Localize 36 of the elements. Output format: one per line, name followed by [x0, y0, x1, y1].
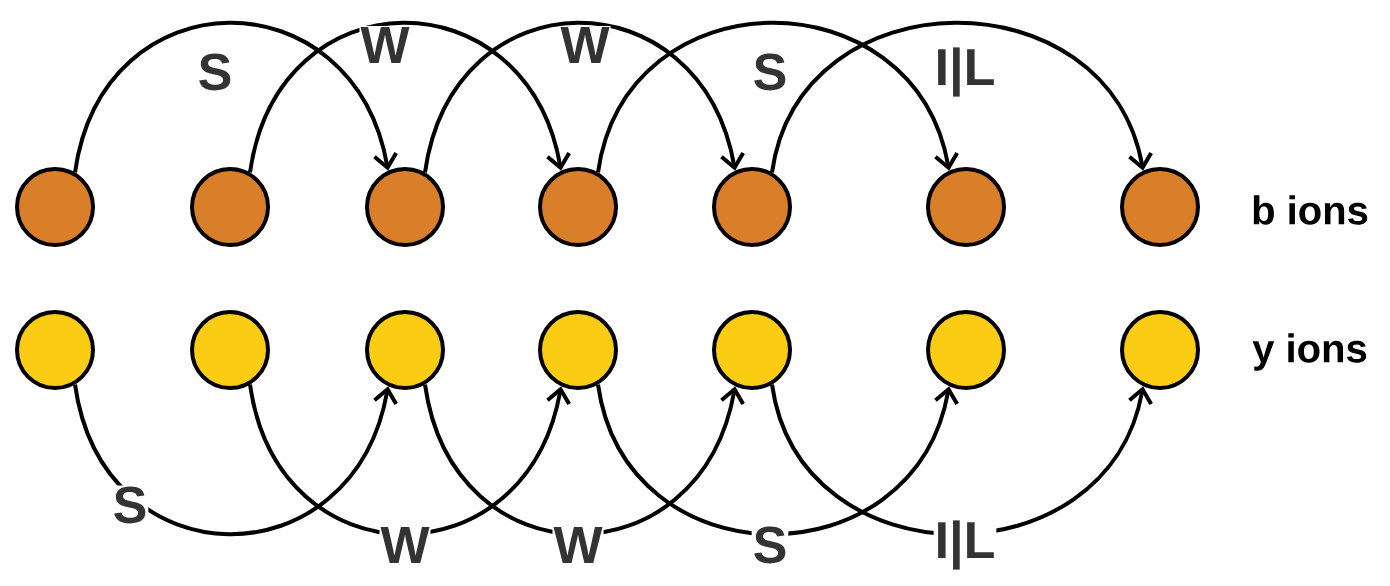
- row-label: y ions: [1252, 333, 1367, 371]
- edge-label: S: [196, 52, 234, 92]
- ion-circle: [15, 310, 95, 390]
- edge-label: S: [751, 52, 789, 92]
- edge-label: S: [751, 525, 789, 565]
- arc-arrow: [423, 20, 745, 173]
- arc-arrow: [248, 384, 571, 537]
- arc-arrow: [596, 20, 959, 173]
- edge-label: W: [379, 526, 431, 564]
- edge-label: W: [552, 526, 604, 564]
- edge-label: S: [111, 485, 149, 525]
- arc-arrow: [770, 384, 1153, 536]
- ion-circle: [926, 310, 1006, 390]
- ion-circle: [15, 167, 95, 247]
- ion-circle: [190, 310, 270, 390]
- ion-circle: [712, 310, 792, 390]
- ion-circle: [190, 167, 270, 247]
- edge-label: W: [559, 26, 611, 64]
- ion-circle: [538, 167, 618, 247]
- edge-label: W: [359, 26, 411, 64]
- edge-label: I|L: [933, 46, 997, 98]
- ion-circle: [365, 310, 445, 390]
- arc-arrow: [596, 384, 959, 537]
- edge-label: I|L: [933, 519, 997, 571]
- ion-circle: [365, 167, 445, 247]
- ion-circle: [926, 167, 1006, 247]
- arc-arrow: [770, 20, 1153, 173]
- arc-arrow: [423, 384, 745, 537]
- ion-circle: [712, 167, 792, 247]
- ion-circle: [1120, 310, 1200, 390]
- arc-arrow: [73, 20, 398, 173]
- row-label: b ions: [1253, 195, 1368, 225]
- ion-circle: [538, 310, 618, 390]
- ion-circle: [1120, 167, 1200, 247]
- arc-arrow: [73, 384, 398, 537]
- arc-arrow: [248, 20, 571, 173]
